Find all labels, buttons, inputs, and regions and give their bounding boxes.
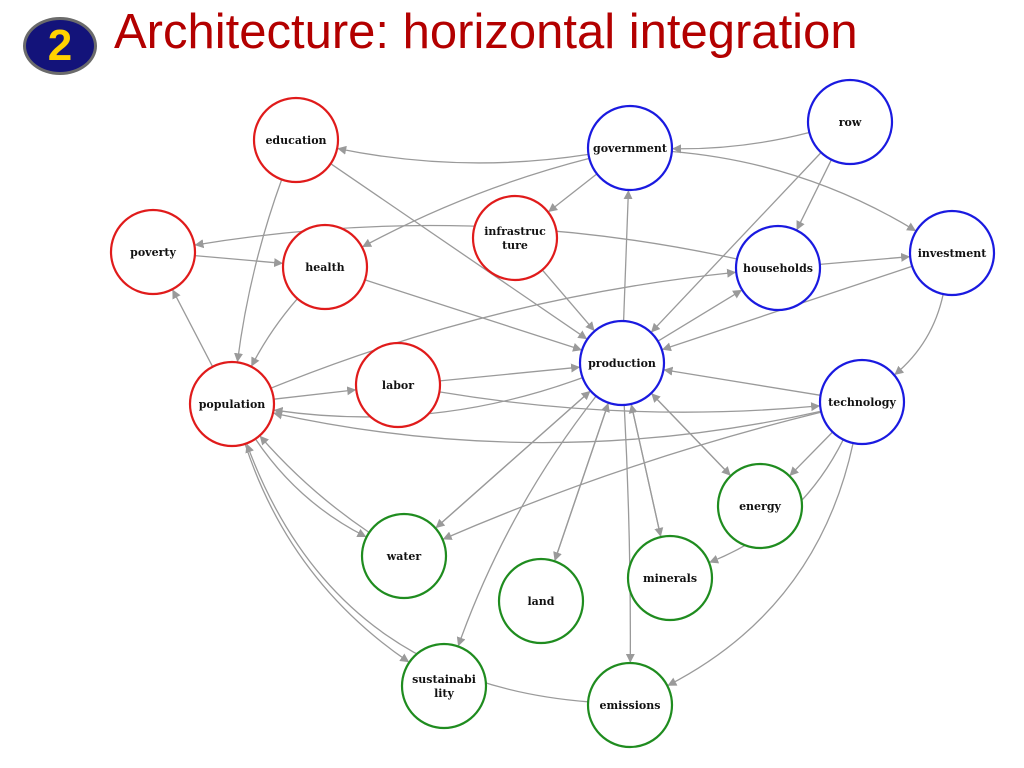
edge-production-to-households: [657, 289, 743, 342]
node-label-production: production: [588, 357, 656, 370]
edge-production-to-government: [622, 190, 633, 322]
edge-land-to-production: [553, 402, 610, 562]
edge-water-to-production: [434, 390, 591, 529]
node-circle-population: [188, 360, 276, 448]
node-circle-water: [360, 512, 448, 600]
node-circle-emissions: [586, 661, 674, 749]
edge-households-to-investment: [819, 252, 911, 266]
edge-government-to-education: [337, 145, 589, 164]
edge-technology-to-energy: [789, 431, 834, 476]
edge-government-to-health: [362, 157, 590, 248]
edge-energy-to-production: [651, 393, 732, 477]
node-population: population: [188, 360, 276, 448]
edge-row-to-production: [650, 152, 822, 333]
node-label-population: population: [199, 398, 266, 411]
node-label-poverty: poverty: [130, 246, 176, 259]
node-land: land: [497, 557, 585, 645]
edge-infrastructure-to-production: [541, 269, 595, 331]
node-label-infrastructure: ture: [502, 239, 528, 252]
node-production: production: [578, 319, 666, 407]
node-circle-labor: [354, 341, 442, 429]
node-circle-minerals: [626, 534, 714, 622]
node-label-emissions: emissions: [600, 699, 661, 712]
node-label-row: row: [839, 116, 862, 129]
node-circle-investment: [908, 209, 996, 297]
edge-education-to-population: [234, 179, 283, 363]
node-circle-energy: [716, 462, 804, 550]
node-households: households: [734, 224, 822, 312]
edge-emissions-to-population: [245, 443, 589, 703]
node-label-education: education: [265, 134, 326, 147]
slide-title: Architecture: horizontal integration: [114, 5, 858, 59]
edge-government-to-infrastructure: [548, 173, 598, 213]
node-circle-government: [586, 104, 674, 192]
node-label-health: health: [305, 261, 344, 274]
edge-minerals-to-production: [628, 404, 662, 538]
slide-number: 2: [47, 21, 73, 70]
node-label-technology: technology: [828, 396, 896, 409]
node-technology: technology: [818, 358, 906, 446]
node-investment: investment: [908, 209, 996, 297]
node-label-households: households: [743, 262, 813, 275]
node-label-land: land: [528, 595, 555, 608]
edge-education-to-production: [330, 163, 588, 340]
node-energy: energy: [716, 462, 804, 550]
node-label-energy: energy: [739, 500, 781, 513]
node-circle-households: [734, 224, 822, 312]
edge-row-to-government: [672, 131, 810, 154]
edge-government-to-investment: [671, 150, 917, 232]
edge-row-to-households: [796, 159, 832, 231]
nodes-layer: education government row poverty health infra…: [109, 78, 996, 749]
edge-technology-to-water: [442, 411, 822, 540]
edge-investment-to-technology: [894, 293, 944, 375]
node-circle-infrastructure: [471, 194, 559, 282]
node-circle-health: [281, 223, 369, 311]
node-label-minerals: minerals: [643, 572, 697, 585]
edge-population-to-labor: [273, 386, 357, 400]
edge-technology-to-production: [663, 366, 821, 396]
node-government: government: [586, 104, 674, 192]
node-circle-technology: [818, 358, 906, 446]
edge-labor-to-production: [439, 363, 581, 382]
node-label-sustainability: sustainabi: [412, 673, 476, 686]
edge-health-to-production: [364, 279, 582, 352]
edge-health-to-population: [251, 298, 298, 367]
node-label-labor: labor: [382, 379, 414, 392]
node-label-infrastructure: infrastruc: [484, 225, 546, 238]
edge-population-to-poverty: [172, 289, 214, 367]
node-label-investment: investment: [918, 247, 987, 260]
edge-population-to-sustainability: [244, 443, 410, 663]
node-circle-education: [252, 96, 340, 184]
node-circle-land: [497, 557, 585, 645]
edge-poverty-to-health: [194, 254, 284, 268]
node-circle-row: [806, 78, 894, 166]
edge-water-to-population: [259, 435, 370, 534]
node-label-sustainability: lity: [434, 687, 454, 700]
slide-number-badge: 2: [23, 17, 97, 75]
node-row: row: [806, 78, 894, 166]
node-circle-poverty: [109, 208, 197, 296]
edge-technology-to-population: [273, 410, 822, 444]
edge-production-to-emissions: [623, 404, 635, 663]
node-water: water: [360, 512, 448, 600]
edge-technology-to-emissions: [667, 442, 854, 686]
edge-production-to-sustainability: [456, 395, 597, 647]
edge-production-to-population: [273, 376, 583, 418]
node-emissions: emissions: [586, 661, 674, 749]
edge-population-to-households: [270, 268, 737, 389]
node-circle-sustainability: [400, 642, 488, 730]
node-education: education: [252, 96, 340, 184]
node-health: health: [281, 223, 369, 311]
edge-population-to-water: [254, 438, 367, 538]
node-label-government: government: [593, 142, 668, 155]
edge-households-to-poverty: [194, 224, 738, 260]
node-labor: labor: [354, 341, 442, 429]
node-poverty: poverty: [109, 208, 197, 296]
node-minerals: minerals: [626, 534, 714, 622]
node-circle-production: [578, 319, 666, 407]
node-label-water: water: [386, 550, 422, 563]
